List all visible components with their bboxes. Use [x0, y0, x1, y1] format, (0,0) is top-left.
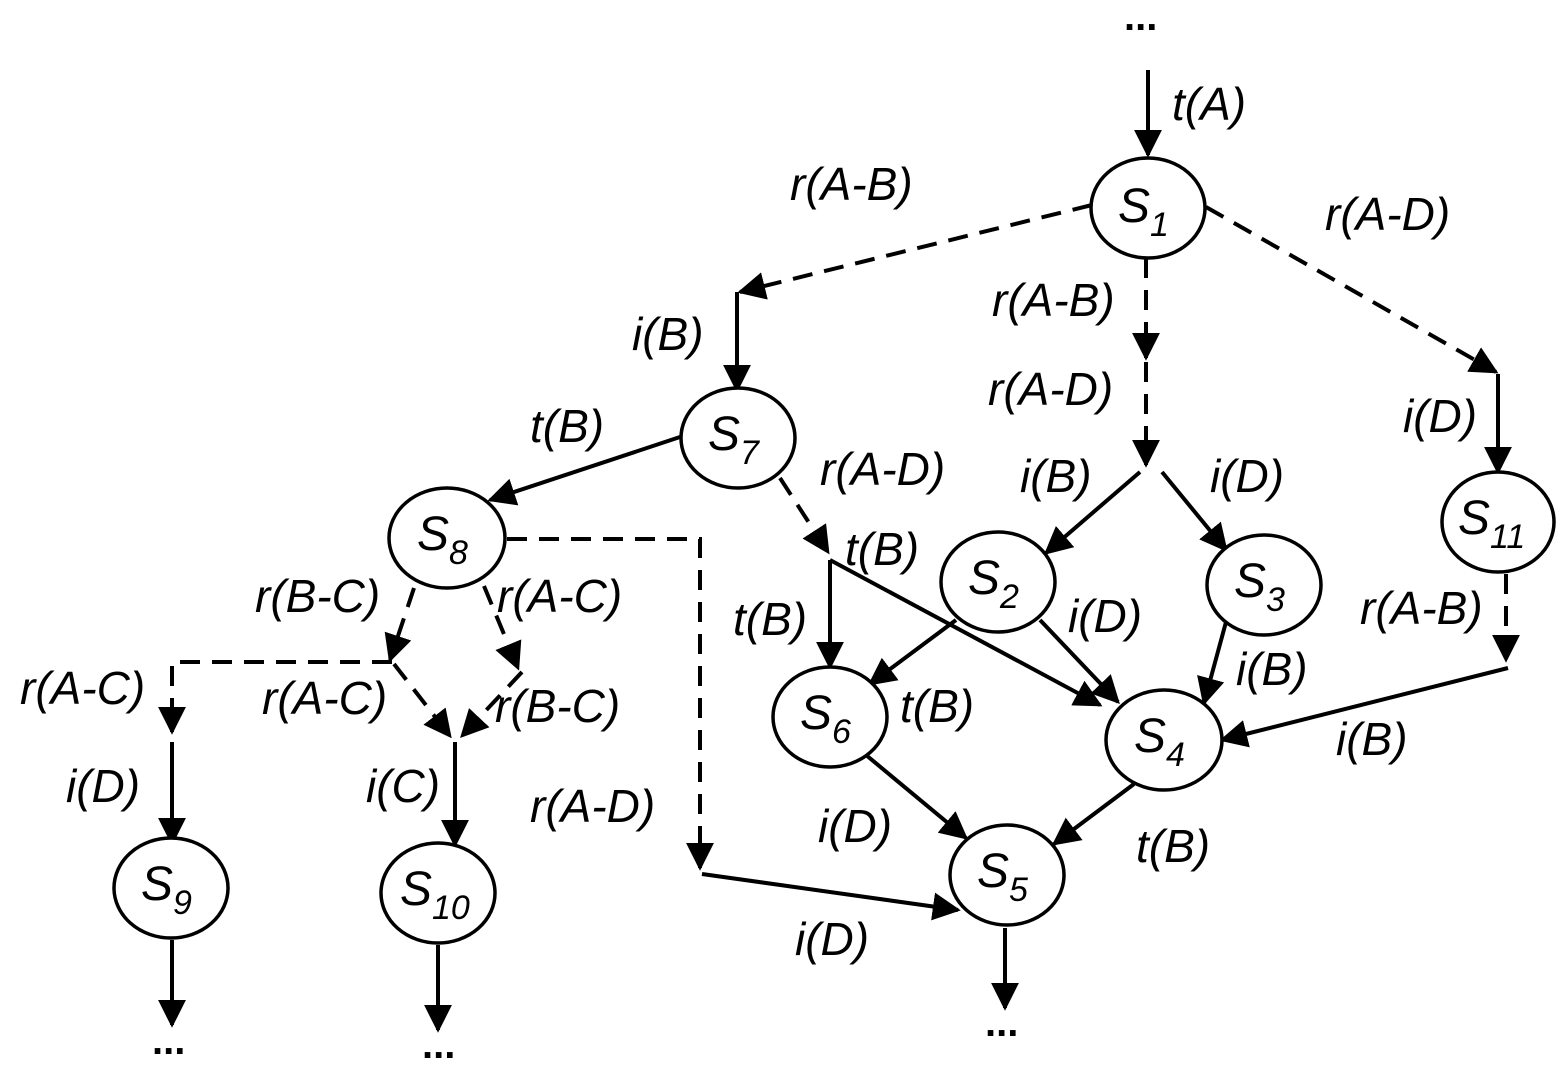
state-s1: S1: [1089, 156, 1207, 260]
edge-s2-s4: [1038, 618, 1120, 705]
label-t-b-center: t(B): [845, 523, 919, 575]
svg-text:S2: S2: [968, 552, 1019, 616]
state-s3: S3: [1205, 533, 1323, 637]
svg-text:S7: S7: [708, 408, 760, 472]
continuation-s9: ...: [152, 1019, 185, 1063]
state-s5: S5: [948, 823, 1066, 927]
edge-s4-s5: [1051, 782, 1136, 846]
label-i-d-s2-s4: i(D): [1068, 590, 1142, 642]
continuation-top: ...: [1124, 0, 1157, 39]
label-i-d-to-s11: i(D): [1403, 390, 1477, 442]
edge-s3-s4: [1197, 621, 1228, 706]
label-t-a-top: t(A): [1172, 78, 1246, 130]
label-r-ac-left: r(A-C): [20, 662, 145, 714]
edge-s7-junction-center: [778, 476, 830, 555]
label-r-ad-right: r(A-D): [1325, 188, 1450, 240]
svg-text:S4: S4: [1134, 710, 1185, 774]
label-i-b-to-s2: i(B): [1020, 450, 1092, 502]
svg-text:S11: S11: [1458, 492, 1525, 556]
svg-text:S3: S3: [1234, 555, 1285, 619]
edge-s7-s8: [487, 435, 681, 506]
label-t-b-s6: t(B): [900, 680, 974, 732]
state-s8: S8: [387, 486, 507, 590]
state-s10: S10: [379, 841, 497, 945]
edge-junction-s3: [1160, 470, 1228, 553]
label-i-c-to-s10: i(C): [366, 760, 440, 812]
label-r-ab-left: r(A-B): [790, 158, 913, 210]
svg-text:S1: S1: [1118, 180, 1169, 244]
edge-s1-junction-left: [737, 203, 1093, 300]
label-r-ab-mid: r(A-B): [992, 274, 1115, 326]
continuation-s10: ...: [422, 1023, 455, 1067]
label-i-b-s11-s4: i(B): [1336, 713, 1408, 765]
edge-junction-s4: [829, 558, 1103, 707]
label-i-d-to-s9: i(D): [66, 760, 140, 812]
edge-s6-s5: [864, 753, 969, 840]
state-s9: S9: [112, 836, 230, 940]
edge-junction-s10-right: [460, 670, 524, 739]
edge-junction-s10-left: [392, 662, 452, 739]
label-r-ad-s8: r(A-D): [530, 780, 655, 832]
state-s2: S2: [939, 530, 1057, 634]
label-r-ac-inner: r(A-C): [262, 672, 387, 724]
label-t-b-s4-s5: t(B): [1136, 820, 1210, 872]
svg-text:S8: S8: [417, 508, 468, 572]
svg-text:S9: S9: [141, 858, 192, 922]
label-r-bc-s8: r(B-C): [255, 570, 380, 622]
edge-s8-junction-s10: [482, 585, 522, 671]
edges: [158, 70, 1520, 1033]
edge-junction-s4-right: [1219, 666, 1509, 748]
svg-text:S10: S10: [400, 863, 470, 927]
label-r-ac-s8: r(A-C): [497, 570, 622, 622]
edge-junction-s5: [701, 872, 961, 921]
edge-s8-junction-s9: [384, 587, 416, 663]
edge-junction-s2: [1043, 470, 1142, 555]
state-s4: S4: [1104, 688, 1224, 792]
svg-text:S5: S5: [977, 845, 1028, 909]
label-i-d-to-s3: i(D): [1210, 450, 1284, 502]
label-r-ab-s11: r(A-B): [1360, 582, 1483, 634]
label-i-d-bottom: i(D): [795, 913, 869, 965]
label-t-b-to-s6: t(B): [733, 593, 807, 645]
edge-labels: t(A) r(A-B) r(A-D) r(A-B) r(A-D) i(B) i(…: [20, 78, 1483, 965]
edge-s1-junction-right: [1205, 205, 1499, 374]
edge-s2-s6: [867, 618, 958, 686]
label-i-d-s6-s5: i(D): [818, 800, 892, 852]
state-s6: S6: [771, 665, 889, 769]
label-i-b-to-s7: i(B): [632, 308, 704, 360]
state-s7: S7: [679, 386, 797, 490]
label-i-b-s3-s4: i(B): [1236, 643, 1308, 695]
label-r-bc-inner: r(B-C): [495, 680, 620, 732]
svg-text:S6: S6: [800, 687, 851, 751]
label-r-ad-mid: r(A-D): [988, 363, 1113, 415]
edge-junction-s9-dashed: [158, 660, 392, 735]
edge-s8-junction-bottom: [507, 537, 714, 871]
state-s11: S11: [1440, 470, 1556, 574]
continuation-s5: ...: [985, 1001, 1018, 1045]
label-t-b-s7-s8: t(B): [530, 400, 604, 452]
label-r-ad-s7: r(A-D): [820, 443, 945, 495]
